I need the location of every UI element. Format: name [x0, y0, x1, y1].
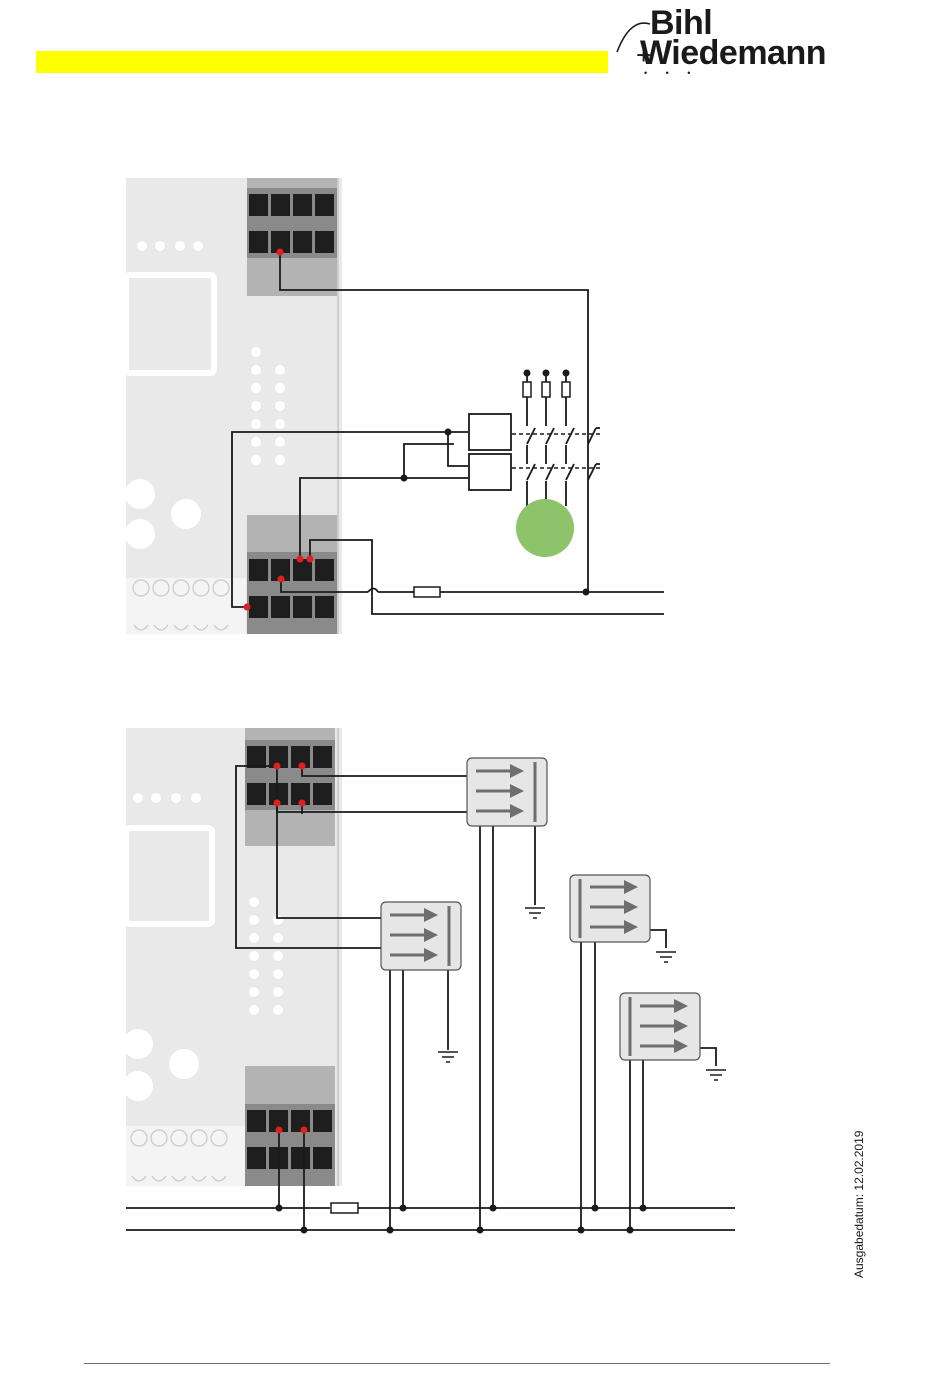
knob-icon	[125, 519, 155, 549]
terminal-block-bottom	[245, 1066, 335, 1186]
safety-module-icon	[620, 993, 700, 1060]
safety-modules-diagram	[0, 700, 950, 1260]
footer-divider	[84, 1363, 830, 1364]
knob-icon	[123, 1029, 153, 1059]
knob-icon	[125, 479, 155, 509]
knob-icon	[123, 1071, 153, 1101]
safety-module-icon	[570, 875, 650, 942]
connector-strip-icon	[126, 1126, 246, 1186]
terminal-block-top	[245, 728, 335, 846]
connector-strip-icon	[126, 578, 246, 634]
fuse-icon	[331, 1203, 358, 1213]
safety-module-icon	[381, 902, 461, 970]
terminal-block-bottom	[247, 515, 337, 634]
motor-icon	[516, 499, 574, 557]
issue-date-label: Ausgabedatum: 12.02.2019	[852, 1131, 866, 1278]
safety-module-icon	[467, 758, 547, 826]
knob-icon	[171, 499, 201, 529]
knob-icon	[169, 1049, 199, 1079]
contactor-motor-diagram	[0, 0, 950, 700]
terminal-block-top	[247, 178, 337, 296]
